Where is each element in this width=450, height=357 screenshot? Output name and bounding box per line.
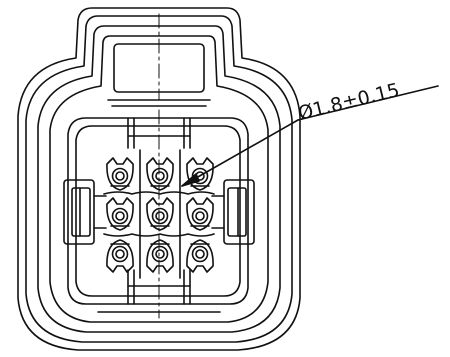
cavity-outline-r1-c2 — [146, 157, 174, 191]
terminal-pin-r1-c2 — [155, 171, 165, 181]
housing-third-edge — [37, 25, 281, 333]
cavity-outline-r3-c3 — [186, 239, 214, 273]
terminal-hole-r1-c2 — [151, 167, 169, 185]
left-ear-inner — [71, 187, 91, 237]
terminal-pin-r3-c2 — [155, 249, 165, 259]
right-ear-outer — [223, 179, 255, 245]
cavity-body — [67, 109, 249, 319]
pin-cavity-r2-c1 — [106, 197, 134, 231]
terminal-hole-r2-c3 — [191, 207, 209, 225]
terminal-hole-r3-c2 — [151, 245, 169, 263]
terminal-hole-r2-c1 — [111, 207, 129, 225]
housing-inner-edge — [49, 35, 269, 323]
pin-cavity-r1-c2 — [146, 157, 174, 191]
pin-cavity-r1-c1 — [106, 157, 134, 191]
left-ear-outer — [63, 179, 95, 245]
pin-cavity-r2-c3 — [186, 197, 214, 231]
right-ear-inner — [227, 187, 247, 237]
cavity-inner — [75, 125, 241, 297]
cavity-outline-r2-c3 — [186, 197, 214, 231]
cavity-outline-r2-c1 — [106, 197, 134, 231]
pin-cavity-r3-c3 — [186, 239, 214, 273]
housing-outer-edge — [17, 7, 301, 351]
terminal-pin-r3-c1 — [115, 249, 125, 259]
pin-cavity-r3-c1 — [106, 239, 134, 273]
housing-second-edge — [25, 15, 293, 343]
terminal-hole-r3-c3 — [191, 245, 209, 263]
terminal-hole-r2-c2 — [151, 207, 169, 225]
terminal-pin-r3-c3 — [195, 249, 205, 259]
leader-line — [181, 119, 299, 187]
dimension-label: Ø1.8±0.15 — [296, 79, 402, 125]
dimension-leader — [181, 85, 439, 187]
latch-tab — [107, 13, 211, 107]
cavity-outline-r1-c3 — [186, 157, 214, 191]
leader-reference-line — [297, 85, 439, 121]
cavity-outline-r2-c2 — [146, 197, 174, 231]
cavity-outline-r1-c1 — [106, 157, 134, 191]
pin-cavity-r3-c2 — [146, 239, 174, 273]
cavity-outer — [67, 117, 249, 305]
terminal-pin-r2-c3 — [195, 211, 205, 221]
pin-cavity-grid — [103, 149, 215, 279]
terminal-hole-r1-c1 — [111, 167, 129, 185]
pin-cavity-r1-c3 — [186, 157, 214, 191]
terminal-pin-r2-c1 — [115, 211, 125, 221]
side-ears — [63, 179, 255, 245]
leader-arrowhead — [181, 173, 200, 187]
pin-cavity-r2-c2 — [146, 197, 174, 231]
housing-outline — [17, 7, 301, 351]
terminal-hole-r3-c1 — [111, 245, 129, 263]
terminal-pin-r2-c2 — [155, 211, 165, 221]
cavity-row-separator-bottom — [103, 233, 215, 237]
terminal-pin-r1-c1 — [115, 171, 125, 181]
cavity-row-separator-top — [103, 191, 215, 195]
cavity-outline-r3-c2 — [146, 239, 174, 273]
cavity-outline-r3-c1 — [106, 239, 134, 273]
